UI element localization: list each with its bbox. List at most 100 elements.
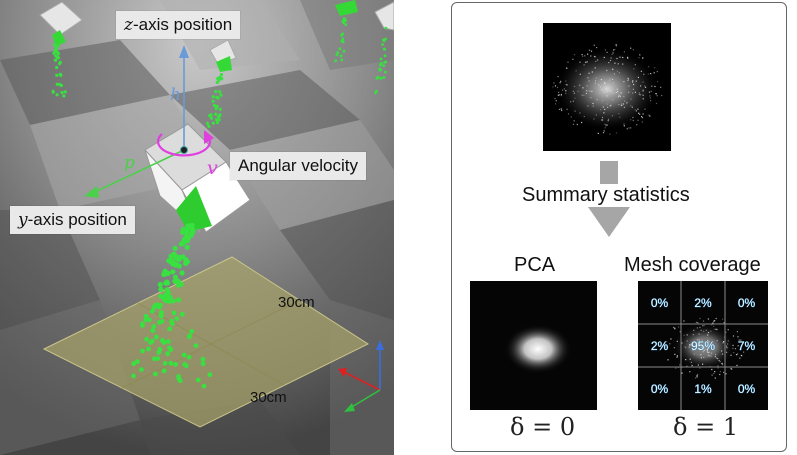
speckle [559, 82, 561, 84]
speckle [621, 103, 623, 105]
speckle [563, 88, 565, 90]
speckle [611, 53, 613, 55]
particle [186, 354, 192, 360]
speckle [583, 94, 585, 96]
speckle [613, 73, 615, 75]
p-arrow [84, 149, 185, 198]
particle [338, 47, 342, 51]
speckle [606, 95, 608, 97]
speckle [690, 361, 692, 363]
speckle [601, 89, 603, 91]
particle [215, 80, 219, 84]
particle [173, 361, 179, 367]
particle [178, 241, 184, 247]
speckle [655, 102, 658, 105]
speckle [576, 123, 578, 126]
particle [336, 51, 340, 54]
speckle [603, 112, 605, 114]
speckle [683, 334, 685, 336]
speckle [623, 123, 625, 125]
speckle [632, 81, 634, 83]
speckle [644, 85, 646, 87]
speckle [721, 353, 724, 355]
speckle [739, 357, 741, 359]
speckle [722, 318, 724, 320]
speckle [618, 113, 620, 115]
particle [334, 59, 337, 63]
speckle [717, 365, 719, 367]
speckle [666, 346, 669, 348]
speckle [573, 120, 575, 122]
particle [163, 291, 169, 297]
speckle [679, 331, 681, 333]
speckle [650, 90, 652, 92]
speckle [722, 342, 724, 344]
particle [51, 89, 55, 93]
speckle [596, 47, 598, 49]
particle [156, 350, 162, 355]
particle [189, 329, 195, 334]
particle [218, 90, 222, 94]
particle [219, 93, 223, 97]
speckle [649, 97, 651, 99]
speckle [715, 354, 717, 356]
speckle [697, 342, 699, 344]
speckle [707, 331, 710, 334]
particle [58, 83, 62, 87]
speckle [637, 119, 639, 121]
speckle [586, 85, 588, 87]
speckle [740, 339, 742, 341]
speckle [732, 344, 734, 346]
speckle [610, 104, 612, 106]
particle [379, 57, 383, 61]
particle [201, 383, 207, 389]
speckle [622, 103, 624, 105]
speckle [634, 64, 636, 66]
speckle [647, 66, 650, 68]
speckle [697, 364, 699, 366]
speckle [614, 62, 616, 64]
particle [161, 368, 167, 374]
particle [343, 17, 346, 20]
speckle [616, 57, 618, 60]
particle [140, 348, 145, 354]
pca-image [470, 281, 597, 410]
speckle [592, 102, 594, 105]
speckle [727, 343, 729, 345]
speckle [641, 117, 644, 119]
speckle [585, 92, 587, 95]
speckle [611, 115, 614, 117]
speckle [560, 108, 562, 110]
axis-gizmo [338, 340, 384, 412]
speckle [713, 320, 715, 322]
mesh-cell-value: 0% [651, 296, 669, 310]
speckle [689, 358, 691, 360]
particle [165, 339, 171, 344]
speckle [617, 96, 620, 98]
speckle [602, 106, 604, 108]
speckle [627, 78, 630, 80]
speckle [565, 92, 567, 94]
speckle [719, 371, 721, 373]
speckle [632, 80, 634, 82]
speckle [736, 331, 738, 333]
particle [186, 334, 192, 340]
speckle [591, 90, 593, 92]
mesh-cell-value: 0% [651, 382, 669, 396]
particle [207, 124, 211, 128]
particle [54, 45, 58, 49]
speckle [594, 56, 596, 58]
angular-velocity-label: Angular velocity [230, 152, 367, 180]
speckle [642, 94, 644, 96]
particle [144, 336, 150, 342]
speckle [707, 334, 709, 336]
speckle [630, 105, 632, 107]
checker-floor [0, 0, 394, 455]
scene-canvas: h p v 30cm 30cm [0, 0, 394, 455]
speckle [639, 94, 641, 96]
mesh-delta: δ = 1 [673, 413, 739, 441]
speckle [696, 376, 698, 378]
speckle [584, 55, 586, 57]
particle [344, 19, 347, 23]
particle [205, 121, 210, 125]
